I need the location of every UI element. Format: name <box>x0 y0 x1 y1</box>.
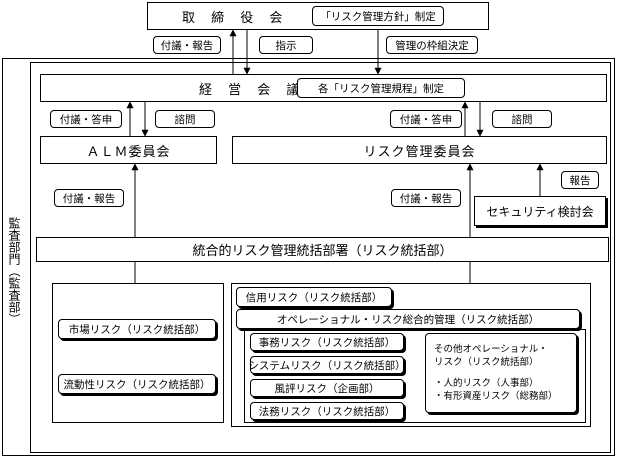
other-ops-line2: リスク（リスク統括部） <box>434 357 539 368</box>
other-operational-risks: その他オペレーショナル・ リスク（リスク統括部） ・人的リスク（人事部） ・有形… <box>425 333 577 413</box>
risk-policy-badge: 「リスク管理方針」制定 <box>312 6 444 26</box>
reputation-risk: 風評リスク（企画部） <box>250 379 404 397</box>
alm-committee: ＡＬＭ委員会 <box>40 136 217 164</box>
audit-frame <box>2 58 615 456</box>
risk-rules-badge: 各「リスク管理規程」制定 <box>297 78 465 98</box>
label-security-report: 報告 <box>561 171 599 189</box>
label-instruct: 指示 <box>259 36 313 54</box>
label-risk-consult: 諮問 <box>492 110 552 128</box>
operational-risk-total: オペレーショナル・リスク総合的管理（リスク統括部） <box>236 309 580 329</box>
label-risk-report: 付議・答申 <box>390 110 462 128</box>
label-framework: 管理の枠組決定 <box>386 36 478 54</box>
operations-frame <box>30 62 611 453</box>
label-alm-report: 付議・答申 <box>50 110 122 128</box>
liquidity-risk: 流動性リスク（リスク統括部） <box>58 374 216 394</box>
label-integrated-report-right: 付議・報告 <box>391 189 461 207</box>
credit-risk: 信用リスク（リスク統括部） <box>236 287 392 307</box>
risk-management-committee: リスク管理委員会 <box>232 136 607 164</box>
system-risk: システムリスク（リスク統括部） <box>248 356 406 374</box>
management-title: 経 営 会 議 <box>199 82 306 98</box>
label-alm-consult: 諮問 <box>155 110 215 128</box>
market-risk: 市場リスク（リスク統括部） <box>58 319 216 339</box>
legal-risk: 法務リスク（リスク統括部） <box>250 402 404 420</box>
credit-operational-group <box>231 283 591 427</box>
label-report-to-board: 付議・報告 <box>153 36 221 54</box>
other-ops-line1: その他オペレーショナル・ <box>434 344 548 355</box>
integrated-risk-department: 統合的リスク管理統括部署（リスク統括部） <box>36 237 609 262</box>
label-integrated-report-left: 付議・報告 <box>54 189 124 207</box>
operational-sub-frame <box>244 329 586 423</box>
market-liquidity-group <box>52 283 224 423</box>
other-ops-line3: ・人的リスク（人事部） <box>434 378 539 389</box>
administrative-risk: 事務リスク（リスク統括部） <box>250 333 404 351</box>
security-committee: セキュリティ検討会 <box>474 196 606 226</box>
audit-department-label: 監査部門（監査部） <box>7 186 21 356</box>
other-ops-line4: ・有形資産リスク（総務部） <box>434 391 558 402</box>
board-title: 取 締 役 会 <box>182 10 289 26</box>
